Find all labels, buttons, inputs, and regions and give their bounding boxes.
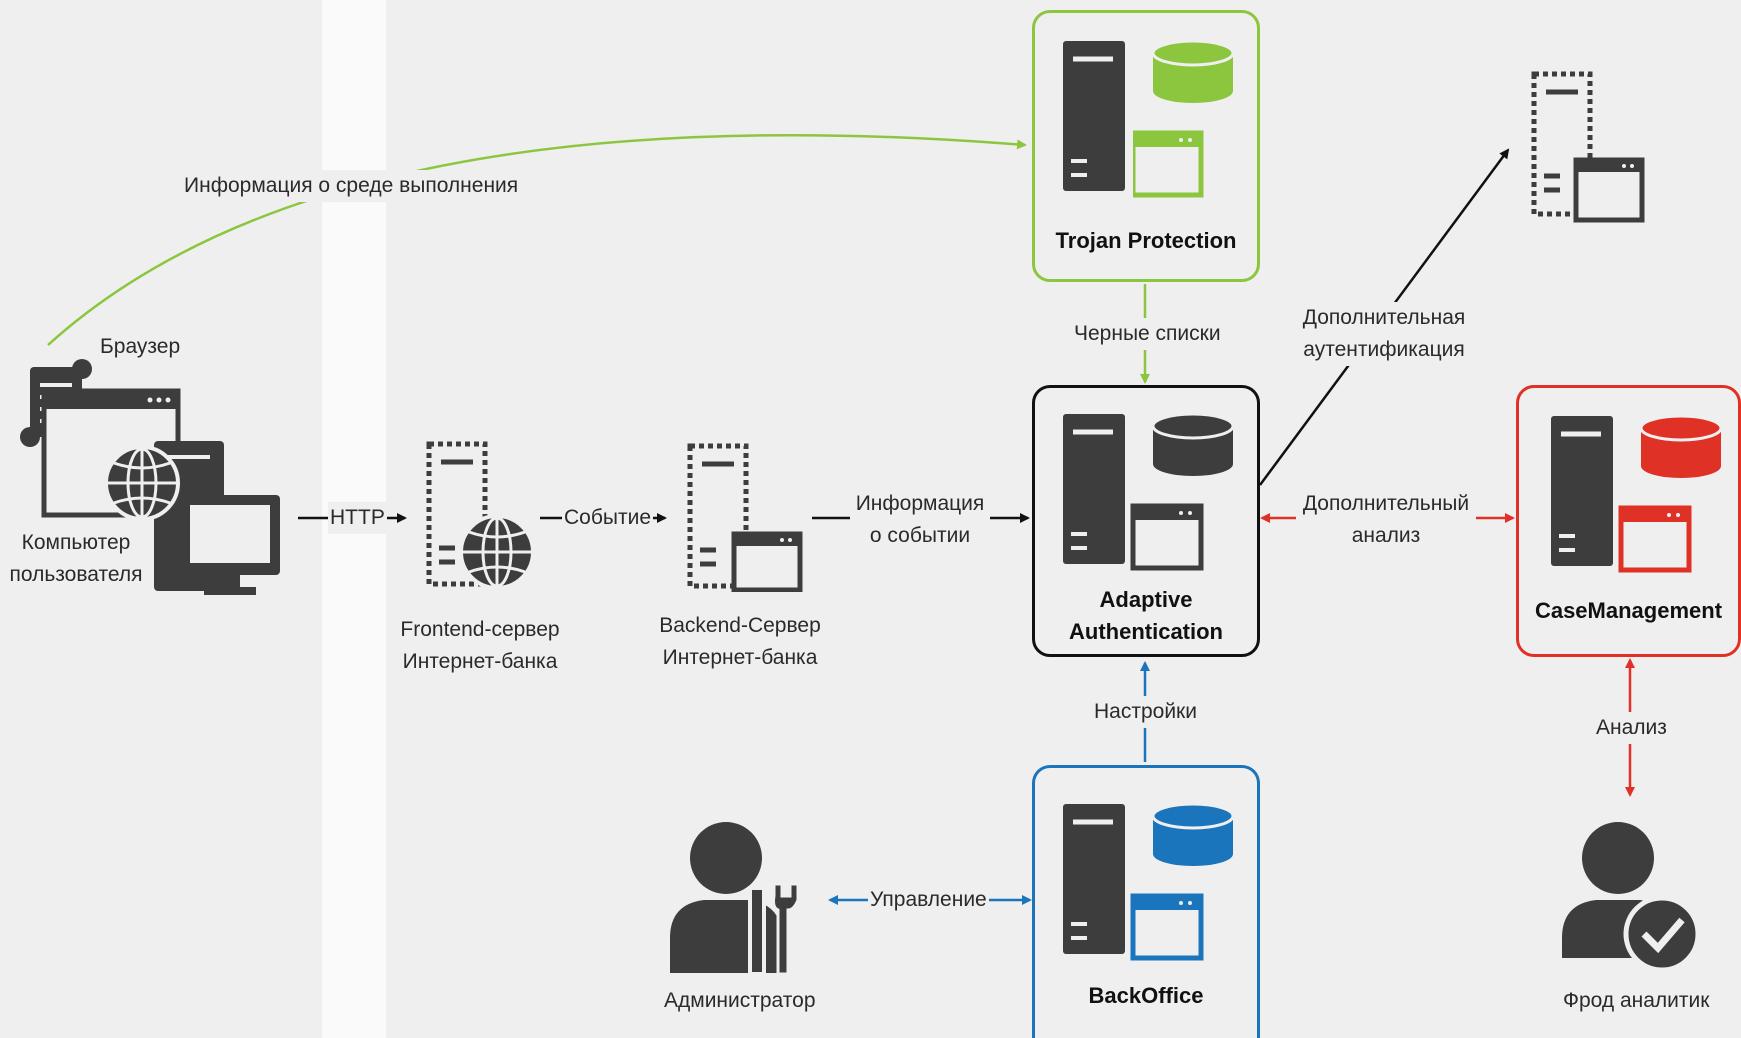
case-management-box: CaseManagement — [1516, 385, 1741, 657]
case-management-title: CaseManagement — [1534, 598, 1723, 623]
edge-label-settings: Настройки — [1088, 696, 1203, 728]
edge-label-extra-analysis: Дополнительный анализ — [1296, 488, 1476, 552]
edge-label-blacklists: Черные списки — [1068, 318, 1227, 350]
administrator-label: Администратор — [664, 989, 816, 1012]
user-computer-label: Компьютер пользователя — [9, 531, 143, 586]
edge-label-management: Управление — [868, 884, 989, 916]
trojan-title: Trojan Protection — [1055, 228, 1237, 253]
backoffice-box: BackOffice — [1032, 765, 1260, 1038]
extra-auth-device-icon — [1528, 70, 1648, 230]
backoffice-title: BackOffice — [1088, 983, 1204, 1008]
frontend-label: Frontend-сервер Интернет-банка — [400, 618, 560, 673]
fraud-analyst-icon — [1562, 818, 1702, 978]
adaptive-server-icon — [1063, 414, 1235, 572]
trojan-protection-box: Trojan Protection — [1032, 10, 1260, 282]
edge-label-event: Событие — [562, 502, 653, 534]
backend-server-icon — [686, 442, 806, 593]
edge-label-http: HTTP — [328, 502, 387, 534]
frontend-server-icon — [425, 440, 537, 590]
edge-env-info — [47, 133, 1027, 346]
edge-label-extra-auth: Дополнительная аутентификация — [1286, 302, 1482, 366]
edge-label-analysis: Анализ — [1592, 712, 1671, 744]
adaptive-title: Adaptive Authentication — [1069, 587, 1223, 644]
user-computer-icon — [14, 355, 284, 605]
fraud-analyst-label: Фрод аналитик — [1563, 989, 1710, 1012]
browser-label: Браузер — [100, 335, 181, 358]
backoffice-server-icon — [1063, 804, 1235, 962]
case-server-icon — [1551, 416, 1723, 574]
adaptive-authentication-box: Adaptive Authentication — [1032, 385, 1260, 657]
edge-label-env-info: Информация о среде выполнения — [180, 170, 523, 202]
administrator-icon — [670, 818, 820, 978]
backend-label: Backend-Сервер Интернет-банка — [659, 614, 821, 669]
edge-label-event-info: Информация о событии — [850, 488, 990, 552]
trojan-server-icon — [1063, 41, 1235, 199]
